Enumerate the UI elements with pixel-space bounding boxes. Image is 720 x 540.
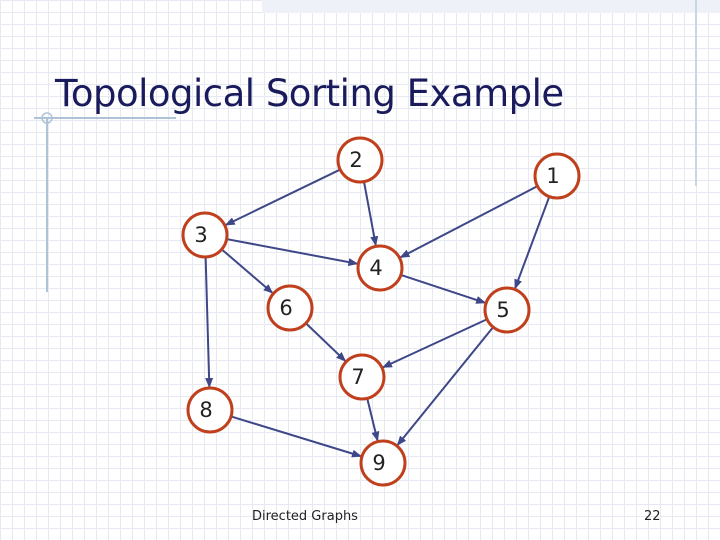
node-circle <box>181 211 229 259</box>
node-circle <box>336 136 384 184</box>
edge-5-to-7 <box>381 318 488 369</box>
node-6: 6 <box>266 284 314 332</box>
node-2: 2 <box>336 136 384 184</box>
top-banner <box>262 0 720 13</box>
footer-label: Directed Graphs <box>252 509 358 524</box>
node-circle <box>186 386 234 434</box>
page-number: 22 <box>644 509 661 524</box>
node-1: 1 <box>533 152 581 200</box>
edge-6-to-7 <box>305 322 347 362</box>
node-label: 6 <box>279 296 292 320</box>
node-label: 9 <box>372 451 385 475</box>
node-9: 9 <box>359 439 407 487</box>
edge-7-to-9 <box>366 398 380 442</box>
edge-1-to-4 <box>399 185 538 259</box>
node-5: 5 <box>483 286 531 334</box>
edge-3-to-8 <box>204 256 214 389</box>
edge-3-to-6 <box>221 248 274 294</box>
node-label: 3 <box>194 223 207 247</box>
edge-1-to-5 <box>514 196 551 290</box>
node-circle <box>338 353 386 401</box>
edge-3-to-4 <box>226 238 359 267</box>
edge-2-to-4 <box>363 181 379 247</box>
node-label: 1 <box>546 164 559 188</box>
edge-2-to-3 <box>224 168 341 226</box>
node-label: 4 <box>369 256 382 280</box>
node-label: 5 <box>496 298 509 322</box>
node-3: 3 <box>181 211 229 259</box>
node-circle <box>483 286 531 334</box>
edge-5-to-9 <box>396 326 494 446</box>
node-circle <box>356 244 404 292</box>
edge-8-to-9 <box>230 415 362 458</box>
node-8: 8 <box>186 386 234 434</box>
node-circle <box>533 152 581 200</box>
node-label: 7 <box>351 365 364 389</box>
edge-4-to-5 <box>400 273 487 304</box>
node-7: 7 <box>338 353 386 401</box>
crosshair-marker-icon <box>41 112 53 124</box>
node-label: 8 <box>199 398 212 422</box>
node-4: 4 <box>356 244 404 292</box>
node-circle <box>359 439 407 487</box>
node-label: 2 <box>349 148 362 172</box>
slide-title: Topological Sorting Example <box>55 72 564 115</box>
node-circle <box>266 284 314 332</box>
